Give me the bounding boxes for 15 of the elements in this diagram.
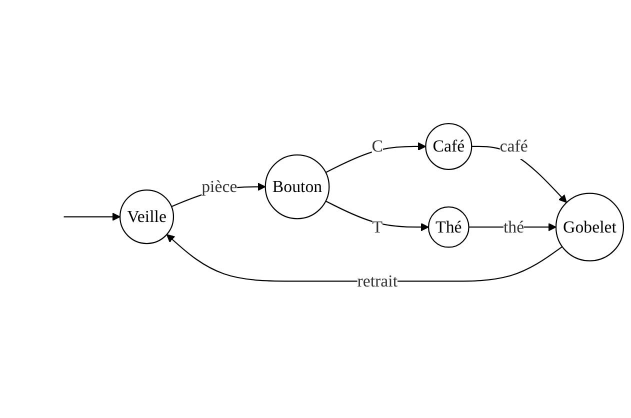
arrow xyxy=(166,234,563,282)
node-circle: Bouton xyxy=(264,154,330,220)
arrow xyxy=(64,212,120,222)
edge-label: pièce xyxy=(202,177,238,196)
edge-label: café xyxy=(500,136,528,156)
node-circle: Thé xyxy=(428,206,470,248)
edge-label: retrait xyxy=(357,272,398,290)
node-circle: Gobelet xyxy=(555,193,624,262)
arrow xyxy=(325,200,429,232)
node-circle: Veille xyxy=(119,190,174,244)
edge-label: thé xyxy=(503,218,524,236)
arrow xyxy=(325,142,426,174)
edge-label: T xyxy=(372,218,383,236)
node-circle: Café xyxy=(425,123,472,170)
edge-label: C xyxy=(372,136,384,156)
